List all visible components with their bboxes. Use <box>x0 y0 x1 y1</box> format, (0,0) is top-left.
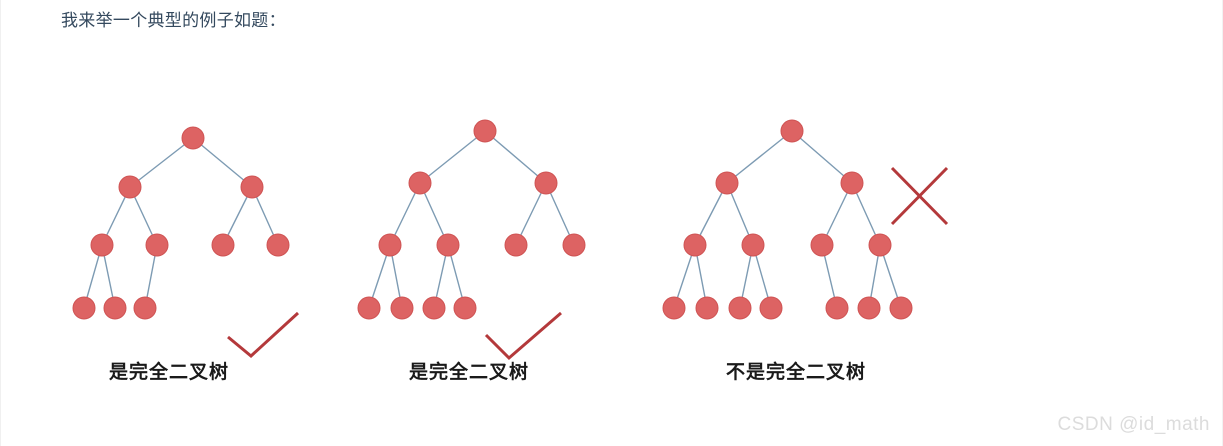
tree-node <box>562 233 586 257</box>
tree-label: 是完全二叉树 <box>409 360 529 383</box>
tree-label: 是完全二叉树 <box>109 360 229 383</box>
tree-node <box>453 296 477 320</box>
tree-edge <box>484 130 547 184</box>
tree-edge <box>791 130 853 184</box>
tree-node <box>181 126 205 150</box>
tree-node <box>715 171 739 195</box>
cross-mark-icon <box>890 166 949 226</box>
tree-node <box>741 233 765 257</box>
tree-node <box>266 233 290 257</box>
cross-mark-stroke <box>890 166 949 226</box>
tree-edge <box>419 130 486 184</box>
tree-node <box>436 233 460 257</box>
tree-node <box>534 171 558 195</box>
tree-edge <box>129 137 194 188</box>
tree-node <box>145 233 169 257</box>
tree-group-tree-2: 是完全二叉树 <box>357 119 586 383</box>
tree-group-tree-3: 不是完全二叉树 <box>662 119 949 383</box>
tree-node <box>473 119 497 143</box>
tree-node <box>728 296 752 320</box>
tree-node <box>759 296 783 320</box>
tree-node <box>662 296 686 320</box>
tree-node <box>810 233 834 257</box>
tree-edges <box>368 130 575 309</box>
tree-group-tree-1: 是完全二叉树 <box>72 126 300 383</box>
tree-node <box>825 296 849 320</box>
tree-edge <box>192 137 253 188</box>
binary-tree-figure: 是完全二叉树 是完全二叉树 不是完全二叉树 <box>1 95 1223 405</box>
tree-nodes <box>72 126 290 320</box>
tree-node <box>504 233 528 257</box>
tree-node <box>840 171 864 195</box>
tree-node <box>422 296 446 320</box>
tree-node <box>118 175 142 199</box>
tree-node <box>133 296 157 320</box>
tree-node <box>211 233 235 257</box>
tree-label: 不是完全二叉树 <box>726 360 866 383</box>
tree-node <box>72 296 96 320</box>
check-mark-icon <box>227 311 300 358</box>
tree-node <box>857 296 881 320</box>
tree-node <box>357 296 381 320</box>
trees-svg: 是完全二叉树 是完全二叉树 不是完全二叉树 <box>72 119 949 383</box>
tree-edge <box>726 130 793 184</box>
tree-edges <box>673 130 902 309</box>
tree-node <box>683 233 707 257</box>
tree-node <box>390 296 414 320</box>
tree-nodes <box>357 119 586 320</box>
tree-node <box>868 233 892 257</box>
tree-node <box>780 119 804 143</box>
intro-text: 我来举一个典型的例子如题： <box>61 11 286 30</box>
tree-node <box>695 296 719 320</box>
tree-node <box>408 171 432 195</box>
csdn-watermark: CSDN @id_math <box>1057 414 1210 435</box>
tree-node <box>90 233 114 257</box>
check-mark-icon <box>484 311 562 361</box>
tree-nodes <box>662 119 913 320</box>
tree-edges <box>83 137 279 309</box>
tree-node <box>378 233 402 257</box>
tree-node <box>103 296 127 320</box>
tree-edge <box>694 182 728 246</box>
tree-node <box>240 175 264 199</box>
tree-node <box>889 296 913 320</box>
